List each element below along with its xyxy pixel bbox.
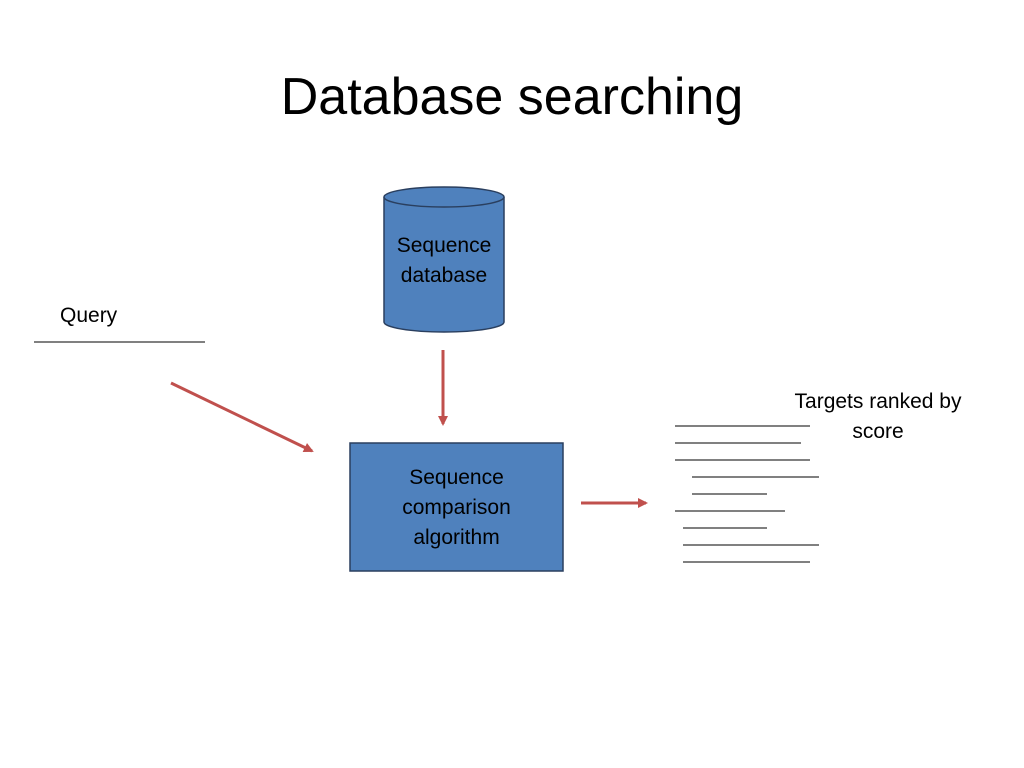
database-label-line: database [400,264,488,287]
algorithm-label-line: algorithm [413,526,500,549]
query-label: Query [60,304,118,327]
database-label: Sequence database [384,231,504,291]
targets-label: Targets ranked by score [780,387,976,447]
targets-label-line: score [852,420,904,443]
query-to-algorithm-arrow [170,381,314,453]
algorithm-box [349,442,564,572]
slide-title: Database searching [280,68,744,126]
algorithm-label-line: Sequence [409,466,504,489]
algorithm-label: Sequence comparison algorithm [350,463,563,553]
database-cylinder [383,186,505,333]
ranked-targets-list [675,425,819,563]
database-label-line: Sequence [396,234,492,257]
targets-label-line: Targets ranked by [794,390,962,413]
algorithm-label-line: comparison [402,496,511,519]
